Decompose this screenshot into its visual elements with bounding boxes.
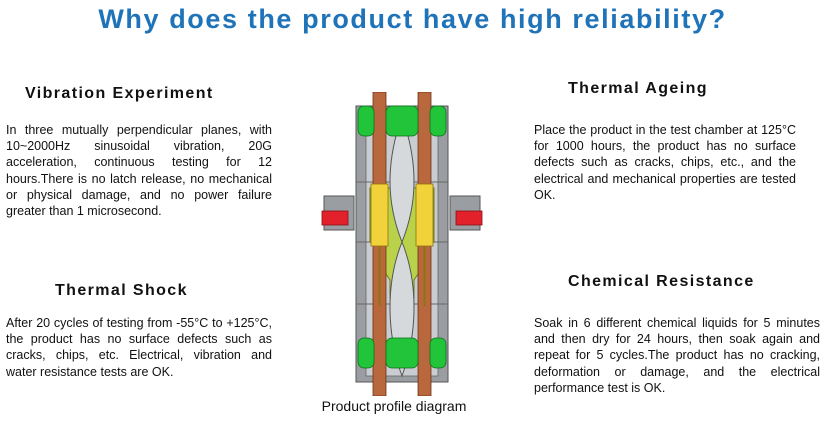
green-seals-top bbox=[357, 105, 447, 137]
seal-top-2 bbox=[385, 105, 419, 137]
chemical-resistance-text: Soak in 6 different chemical liquids for… bbox=[534, 316, 820, 395]
seal-bottom-3 bbox=[429, 337, 447, 369]
seal-bottom-1 bbox=[357, 337, 375, 369]
vibration-experiment-text: In three mutually perpendicular planes, … bbox=[6, 123, 272, 219]
product-profile-diagram bbox=[321, 92, 483, 396]
seal-bottom-2 bbox=[385, 337, 419, 369]
gold-socket-right bbox=[415, 183, 434, 247]
page-title: Why does the product have high reliabili… bbox=[98, 4, 727, 34]
seal-ring-left bbox=[321, 210, 349, 226]
green-seals-bottom bbox=[357, 337, 447, 369]
diagram-caption: Product profile diagram bbox=[321, 398, 467, 414]
vibration-experiment-title: Vibration Experiment bbox=[25, 85, 214, 102]
thermal-shock-title: Thermal Shock bbox=[55, 282, 188, 299]
seal-top-3 bbox=[429, 105, 447, 137]
contacts bbox=[370, 92, 434, 396]
thermal-ageing-title: Thermal Ageing bbox=[568, 80, 708, 97]
seal-top-1 bbox=[357, 105, 375, 137]
chemical-resistance-title: Chemical Resistance bbox=[568, 273, 755, 290]
gold-socket-left bbox=[370, 183, 389, 247]
thermal-ageing-text: Place the product in the test chamber at… bbox=[534, 123, 796, 202]
thermal-shock-text: After 20 cycles of testing from -55°C to… bbox=[6, 316, 272, 379]
seal-ring-right bbox=[455, 210, 483, 226]
